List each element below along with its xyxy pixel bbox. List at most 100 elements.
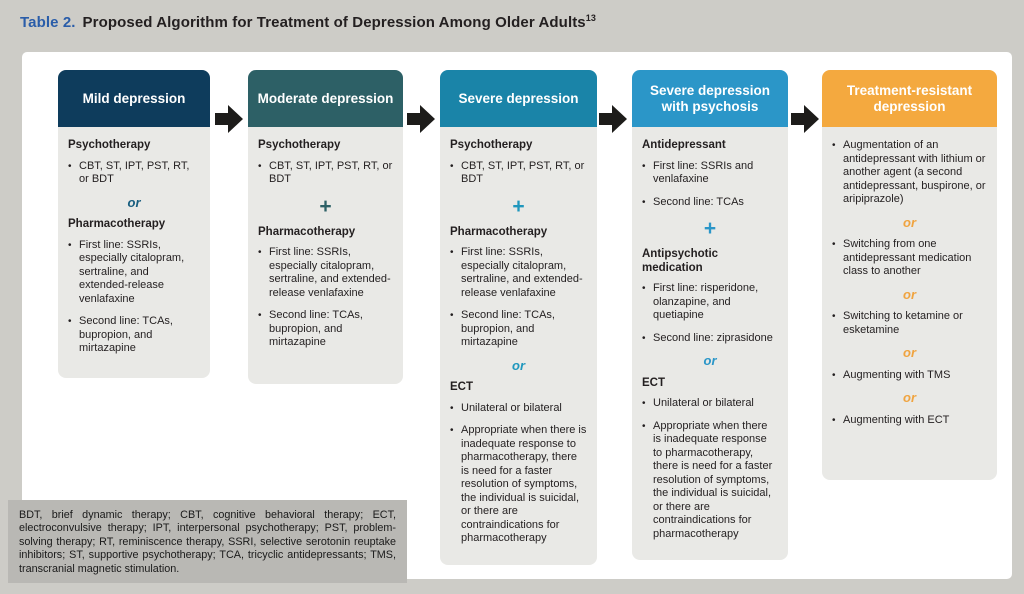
bullet-item: •Unilateral or bilateral bbox=[642, 397, 778, 411]
bullet-text: First line: SSRIs, especially citalopram… bbox=[79, 238, 185, 305]
abbreviations-footnote: BDT, brief dynamic therapy; CBT, cogniti… bbox=[8, 500, 407, 583]
section-heading: Psychotherapy bbox=[450, 139, 533, 151]
bullet-text: Appropriate when there is inadequate res… bbox=[653, 419, 773, 540]
bullet-icon: • bbox=[450, 160, 454, 172]
or-connector: or bbox=[903, 345, 916, 360]
section-heading: Psychotherapy bbox=[258, 139, 341, 151]
bullet-item: • CBT, ST, IPT, PST, RT, or BDT bbox=[450, 160, 587, 187]
bullet-item: • First line: SSRIs and venlafaxine bbox=[642, 160, 778, 187]
bullet-item: • Appropriate when there is inadequate re… bbox=[642, 420, 778, 542]
bullet-item: •Augmentation of an antidepressant with … bbox=[832, 139, 987, 207]
or-connector: or bbox=[903, 214, 916, 230]
bullet-text: CBT, ST, IPT, PST, RT, or BDT bbox=[461, 159, 585, 186]
section-heading: ECT bbox=[642, 376, 665, 389]
bullet-icon: • bbox=[450, 247, 454, 258]
title-citation: 13 bbox=[585, 13, 596, 23]
column-header-label: Treatment-resistant depression bbox=[846, 83, 973, 114]
bullet-icon: • bbox=[642, 420, 646, 432]
bullet-text: Switching to ketamine or esketamine bbox=[843, 310, 963, 336]
bullet-text: CBT, ST, IPT, PST, RT, or BDT bbox=[269, 159, 393, 186]
bullet-icon: • bbox=[832, 414, 836, 426]
bullet-icon: • bbox=[832, 239, 836, 250]
or-connector: or bbox=[903, 390, 916, 405]
section-heading: Antipsychotic medication bbox=[642, 248, 719, 274]
section-heading: Pharmacotherapy bbox=[68, 218, 166, 230]
bullet-item: •Switching from one antidepressant medic… bbox=[832, 238, 987, 279]
bullet-text: Second line: TCAs, bupropion, and mirtaz… bbox=[79, 315, 173, 354]
column-header-mild-depression: Mild depression bbox=[58, 70, 210, 127]
bullet-item: • First line: SSRIs, especially citalopra… bbox=[68, 239, 200, 307]
flow-arrow-icon bbox=[599, 103, 627, 135]
column-body-moderate-depression: Psychotherapy • CBT, ST, IPT, PST, RT, or … bbox=[248, 127, 403, 384]
bullet-icon: • bbox=[450, 310, 454, 321]
bullet-item: •CBT, ST, IPT, PST, RT, or BDT bbox=[68, 160, 200, 187]
column-body-severe-depression-with-psychosis: Antidepressant • First line: SSRIs and ven… bbox=[632, 127, 788, 560]
bullet-item: • First line: SSRIs, especially citalopra… bbox=[258, 246, 393, 300]
bullet-icon: • bbox=[642, 332, 646, 344]
bullet-icon: • bbox=[832, 369, 836, 381]
bullet-item: •Second line: TCAs, bupropion, and mirta… bbox=[68, 315, 200, 356]
bullet-text: First line: SSRIs, especially citalopram… bbox=[461, 246, 583, 299]
bullet-item: • Second line: TCAs, bupropion, and mirta… bbox=[258, 309, 393, 350]
bullet-icon: • bbox=[832, 311, 836, 322]
column-header-label: Mild depression bbox=[82, 90, 186, 106]
bullet-text: Second line: TCAs, bupropion, and mirtaz… bbox=[269, 309, 363, 348]
bullet-icon: • bbox=[642, 283, 646, 294]
bullet-text: Second line: TCAs, bupropion, and mirtaz… bbox=[461, 309, 555, 348]
bullet-item: • Augmenting with TMS bbox=[832, 369, 987, 383]
flow-arrow-icon bbox=[215, 103, 243, 135]
bullet-item: • Augmenting with ECT bbox=[832, 414, 987, 428]
column-header-label: Moderate depression bbox=[257, 90, 394, 106]
table-number: Table 2. bbox=[20, 14, 76, 31]
column-header-label: Severe depression with psychosis bbox=[649, 83, 771, 114]
bullet-text: Unilateral or bilateral bbox=[461, 401, 562, 414]
bullet-icon: • bbox=[258, 310, 262, 321]
plus-connector: + bbox=[319, 194, 332, 218]
bullet-item: • Second line: TCAs bbox=[642, 196, 778, 210]
flow-arrow-icon bbox=[407, 103, 435, 135]
bullet-item: • Switching to ketamine or esketamine bbox=[832, 310, 987, 337]
bullet-item: • Appropriate when there is inadequate re… bbox=[450, 424, 587, 546]
section-heading: Pharmacotherapy bbox=[450, 225, 548, 238]
flow-arrow-icon bbox=[791, 103, 819, 135]
section-heading: Pharmacotherapy bbox=[258, 225, 356, 238]
or-connector: or bbox=[127, 194, 141, 210]
section-heading: Psychotherapy bbox=[68, 139, 151, 151]
bullet-item: • Unilateral or bilateral bbox=[450, 402, 587, 416]
bullet-item: •First line: risperidone, olanzapine, an… bbox=[642, 282, 778, 323]
bullet-icon: • bbox=[68, 239, 72, 251]
bullet-icon: • bbox=[642, 196, 646, 208]
bullet-text: Second line: TCAs bbox=[653, 195, 744, 208]
bullet-icon: • bbox=[642, 160, 646, 172]
column-body-mild-depression: Psychotherapy•CBT, ST, IPT, PST, RT, or … bbox=[58, 127, 210, 378]
column-treatment-resistant-depression: Treatment-resistant depression •Augmentat… bbox=[822, 70, 997, 480]
column-body-treatment-resistant-depression: •Augmentation of an antidepressant with … bbox=[822, 127, 997, 480]
figure-title: Table 2. Proposed Algorithm for Treatment… bbox=[20, 13, 596, 31]
or-connector: or bbox=[703, 353, 717, 368]
bullet-text: Augmenting with ECT bbox=[843, 413, 950, 426]
column-header-severe-depression-with-psychosis: Severe depression with psychosis bbox=[632, 70, 788, 127]
bullet-item: •Second line: ziprasidone bbox=[642, 332, 778, 346]
bullet-icon: • bbox=[450, 425, 454, 436]
column-header-treatment-resistant-depression: Treatment-resistant depression bbox=[822, 70, 997, 127]
bullet-text: Appropriate when there is inadequate res… bbox=[461, 424, 587, 544]
section-heading: Antidepressant bbox=[642, 139, 726, 151]
or-connector: or bbox=[903, 286, 916, 302]
bullet-text: CBT, ST, IPT, PST, RT, or BDT bbox=[79, 159, 190, 186]
column-header-severe-depression: Severe depression bbox=[440, 70, 597, 127]
bullet-text: First line: SSRIs, especially citalopram… bbox=[269, 246, 391, 299]
bullet-text: Unilateral or bilateral bbox=[653, 397, 754, 409]
bullet-icon: • bbox=[258, 247, 262, 258]
bullet-text: First line: SSRIs and venlafaxine bbox=[653, 159, 754, 186]
bullet-icon: • bbox=[258, 160, 262, 172]
title-text: Proposed Algorithm for Treatment of Depr… bbox=[82, 14, 586, 31]
column-header-label: Severe depression bbox=[458, 90, 579, 106]
bullet-text: Augmenting with TMS bbox=[843, 368, 951, 381]
bullet-icon: • bbox=[450, 402, 454, 414]
plus-connector: + bbox=[703, 217, 717, 240]
